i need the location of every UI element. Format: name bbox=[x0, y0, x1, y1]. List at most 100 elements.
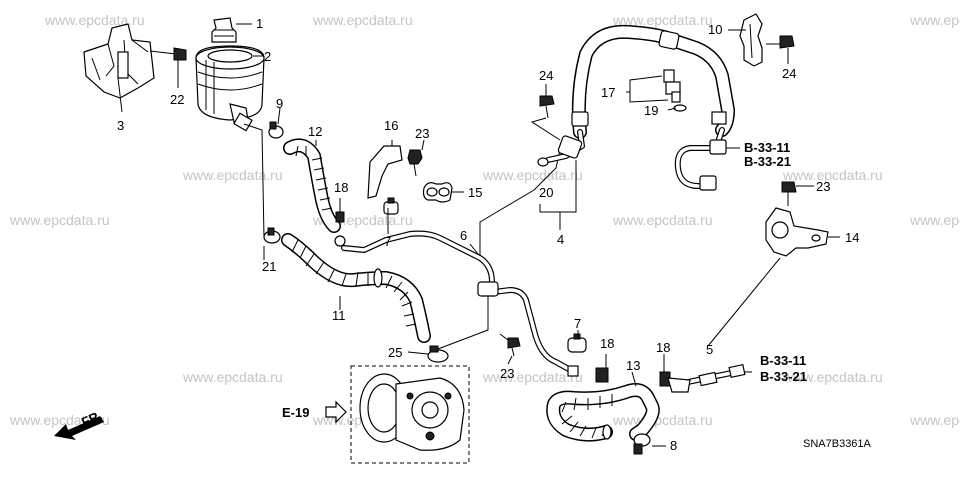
hose-clip-18[interactable] bbox=[659, 354, 691, 393]
leader-line bbox=[243, 123, 265, 239]
leader-line bbox=[277, 107, 281, 125]
callout-21: 21 bbox=[262, 259, 276, 274]
watermark: www.epcdata.ru bbox=[612, 212, 713, 228]
callout-4: 4 bbox=[557, 232, 564, 247]
watermark: www.epcdata.ru bbox=[909, 12, 960, 28]
leader-line bbox=[707, 257, 781, 347]
watermark: www.epcdata.ru bbox=[909, 412, 960, 428]
ref-b-33-11-bottom[interactable]: B-33-11 bbox=[760, 353, 806, 368]
bolt-23[interactable] bbox=[407, 149, 423, 177]
hose-clamp-21[interactable] bbox=[263, 227, 281, 244]
callout-19: 19 bbox=[644, 103, 658, 118]
leader-line bbox=[429, 296, 489, 353]
watermark: www.epcdata.ru bbox=[612, 412, 713, 428]
callout-14: 14 bbox=[845, 230, 859, 245]
callout-12: 12 bbox=[308, 124, 322, 139]
hose-clamp-8[interactable] bbox=[633, 433, 651, 455]
watermark: www.epcdata.ru bbox=[182, 369, 283, 385]
leader-line bbox=[479, 149, 561, 256]
callout-7-upper: 7 bbox=[384, 234, 391, 249]
hose-bracket-16[interactable] bbox=[367, 140, 403, 199]
callout-16: 16 bbox=[384, 118, 398, 133]
callout-23-right: 23 bbox=[816, 179, 830, 194]
leader-line bbox=[117, 77, 123, 113]
leader-line bbox=[469, 243, 479, 255]
hose-clamp-15[interactable] bbox=[422, 182, 453, 203]
hose-clamp-7[interactable] bbox=[383, 197, 399, 215]
watermark: www.epcdata.ru bbox=[182, 167, 283, 183]
watermark: www.epcdata.ru bbox=[9, 212, 110, 228]
power-steering-reservoir[interactable] bbox=[195, 45, 265, 132]
hose-clamp-9[interactable] bbox=[268, 121, 284, 139]
leader-line bbox=[667, 107, 677, 111]
ref-b-33-11-top[interactable]: B-33-11 bbox=[744, 140, 790, 155]
return-hose-12[interactable] bbox=[283, 138, 341, 233]
hose-clip-18[interactable] bbox=[595, 354, 609, 383]
callout-23-upper: 23 bbox=[415, 126, 429, 141]
watermark: www.epcdata.ru bbox=[782, 167, 883, 183]
bolt-24[interactable] bbox=[539, 95, 555, 119]
watermark: www.epcdata.ru bbox=[782, 369, 883, 385]
pressure-pipe-6[interactable] bbox=[334, 230, 579, 377]
pressure-switch-17[interactable] bbox=[663, 69, 681, 103]
watermark: www.epcdata.ru bbox=[482, 167, 583, 183]
supply-hose-11[interactable] bbox=[281, 233, 431, 343]
leader-line bbox=[631, 371, 637, 387]
leader-line bbox=[407, 351, 429, 355]
callout-3: 3 bbox=[117, 118, 124, 133]
callout-18-upper: 18 bbox=[334, 180, 348, 195]
bolt-23[interactable] bbox=[781, 181, 797, 206]
reservoir-cap[interactable] bbox=[211, 17, 237, 43]
ref-e-19[interactable]: E-19 bbox=[282, 405, 309, 420]
bolt-22[interactable] bbox=[149, 47, 187, 61]
high-pressure-hose-4[interactable] bbox=[537, 24, 735, 167]
watermark: www.epcdata.ru bbox=[312, 12, 413, 28]
callout-7-lower: 7 bbox=[574, 316, 581, 331]
leader-line bbox=[421, 139, 425, 151]
section-arrow-icon[interactable] bbox=[325, 400, 347, 424]
pipe-bracket-14[interactable] bbox=[765, 207, 829, 257]
hose-clamp-7[interactable] bbox=[567, 333, 587, 353]
callout-20: 20 bbox=[539, 185, 553, 200]
bolt-24[interactable] bbox=[766, 35, 795, 49]
callout-8: 8 bbox=[670, 438, 677, 453]
leader-line bbox=[507, 355, 513, 365]
callout-6: 6 bbox=[460, 228, 467, 243]
callout-24-middle: 24 bbox=[539, 68, 553, 83]
bolt-23[interactable] bbox=[507, 337, 521, 357]
hose-clamp-25[interactable] bbox=[427, 345, 449, 363]
return-pipe-5[interactable] bbox=[685, 363, 746, 387]
callout-9: 9 bbox=[276, 96, 283, 111]
watermark: www.epcdata.ru bbox=[909, 212, 960, 228]
leader-line bbox=[626, 75, 669, 103]
power-steering-pump[interactable] bbox=[350, 365, 470, 464]
leader-line bbox=[499, 333, 509, 341]
ref-b-33-21-top[interactable]: B-33-21 bbox=[744, 154, 791, 169]
callout-numbers: 1 2 3 4 5 6 7 7 8 9 10 11 12 13 14 15 16… bbox=[117, 16, 859, 453]
ref-b-33-21-bottom[interactable]: B-33-21 bbox=[760, 369, 807, 384]
pipe-fitting-b33[interactable] bbox=[674, 111, 727, 191]
callout-24-right: 24 bbox=[782, 66, 796, 81]
reservoir-bracket[interactable] bbox=[83, 23, 155, 99]
callout-23-lower: 23 bbox=[500, 366, 514, 381]
leader-line bbox=[539, 160, 577, 230]
watermark: www.epcdata.ru bbox=[482, 369, 583, 385]
hose-clip-18[interactable] bbox=[335, 198, 345, 223]
callout-11: 11 bbox=[332, 308, 346, 323]
callout-25: 25 bbox=[388, 345, 402, 360]
callout-1: 1 bbox=[256, 16, 263, 31]
callout-2: 2 bbox=[264, 49, 271, 64]
callout-15: 15 bbox=[468, 185, 482, 200]
callout-18-right: 18 bbox=[656, 340, 670, 355]
callout-22: 22 bbox=[170, 92, 184, 107]
front-arrow-icon bbox=[54, 416, 104, 440]
callout-17: 17 bbox=[601, 85, 615, 100]
return-hose-13[interactable] bbox=[546, 383, 660, 442]
leader-line bbox=[530, 117, 561, 141]
watermark: www.epcdata.ru bbox=[612, 12, 713, 28]
callout-18-lower: 18 bbox=[600, 336, 614, 351]
hose-bracket-10[interactable] bbox=[739, 13, 763, 67]
diagram-code: SNA7B3361A bbox=[803, 438, 872, 450]
